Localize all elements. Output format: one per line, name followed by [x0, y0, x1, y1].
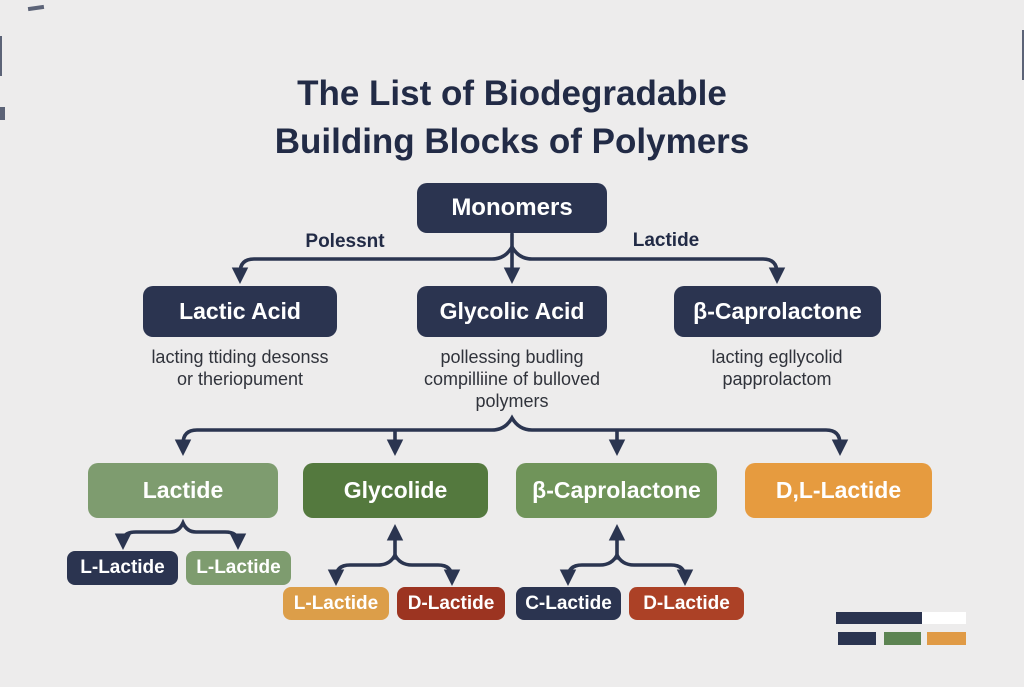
edge-artifact	[0, 36, 2, 76]
node-beta-caprolactone: β-Caprolactone	[674, 286, 881, 337]
legend-swatch-orange	[927, 632, 966, 645]
desc-line: or theriopument	[176, 369, 304, 389]
legend-swatch-navy	[838, 632, 876, 645]
desc-line: compilliine of bulloved	[423, 369, 601, 389]
desc-line: lacting ttiding desonss	[151, 347, 329, 367]
branch-label-left: Polessnt	[305, 231, 385, 252]
node-monomers: Monomers	[417, 183, 607, 233]
node-d-lactide-darkred: D-Lactide	[397, 587, 505, 620]
legend-bar-navy	[836, 612, 922, 624]
page-title-line2: Building Blocks of Polymers	[274, 121, 750, 161]
node-d-lactide-red: D-Lactide	[629, 587, 744, 620]
legend-swatch-green	[884, 632, 921, 645]
node-glycolide: Glycolide	[303, 463, 488, 518]
edge-artifact	[0, 107, 5, 120]
branch-label-right: Lactide	[632, 230, 700, 251]
desc-line: polymers	[475, 391, 549, 411]
desc-line: papprolactom	[722, 369, 832, 389]
node-description-caprolactone: lacting egllycolid papprolactom	[657, 346, 897, 390]
node-c-lactide-navy: C-Lactide	[516, 587, 621, 620]
node-l-lactide-navy: L-Lactide	[67, 551, 178, 585]
edge-artifact	[1022, 30, 1024, 80]
desc-line: lacting egllycolid	[711, 347, 843, 367]
node-l-lactide-green: L-Lactide	[186, 551, 291, 585]
edge-artifact	[27, 4, 45, 12]
node-lactic-acid: Lactic Acid	[143, 286, 337, 337]
node-beta-caprolactone-cyclic: β-Caprolactone	[516, 463, 717, 518]
node-description-glycolic: pollessing budling compilliine of bullov…	[392, 346, 632, 412]
page-title-line1: The List of Biodegradable	[297, 74, 727, 113]
node-glycolic-acid: Glycolic Acid	[417, 286, 607, 337]
node-l-lactide-orange: L-Lactide	[283, 587, 389, 620]
page-title: The List of Biodegradable Building Block…	[0, 70, 1024, 166]
node-dl-lactide: D,L-Lactide	[745, 463, 932, 518]
node-description-lactic: lacting ttiding desonss or theriopument	[105, 346, 375, 390]
desc-line: pollessing budling	[440, 347, 584, 367]
legend-bar-white	[922, 612, 966, 624]
node-lactide: Lactide	[88, 463, 278, 518]
